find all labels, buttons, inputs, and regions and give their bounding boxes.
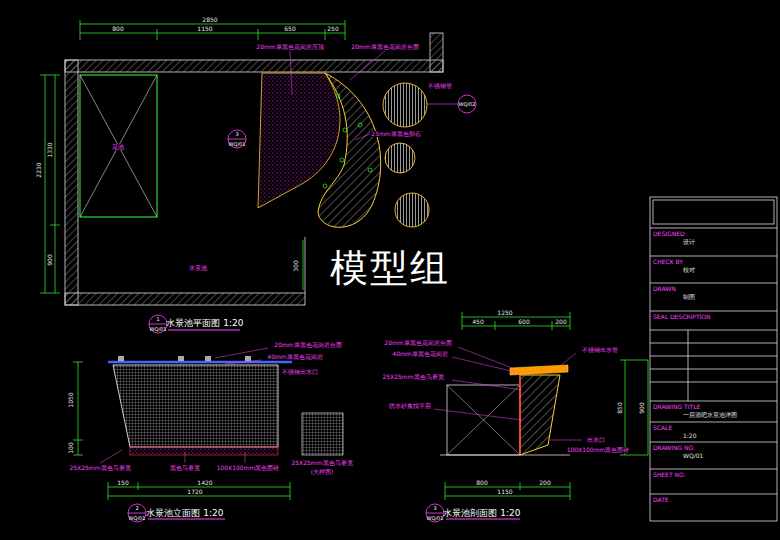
annotation-note: 水景池	[188, 265, 208, 271]
dimension-text: 1150	[196, 26, 213, 32]
annotation-note: 出水口	[586, 437, 606, 443]
title-block-cell: SEAL DESCRIPTION	[650, 312, 777, 330]
annotation-note: 40mm厚黑色花岗岩	[266, 354, 323, 360]
annotation-note: 20mm厚黑色花岗岩台面	[273, 342, 342, 348]
dimension-text: 900	[639, 401, 645, 414]
cell-heading: SHEET NO.	[653, 472, 774, 478]
annotation-note: 不锈钢出水口	[281, 369, 319, 375]
drawing-title: 水景池平面图 1:20	[165, 319, 244, 328]
dimension-text: 2850	[201, 17, 218, 23]
title-block-cell: DRAWING NO. WQ/01	[650, 443, 777, 469]
dimension-text: 250	[326, 26, 339, 32]
dimension-text: 1150	[496, 489, 513, 495]
dimension-text: 1250	[496, 310, 513, 316]
annotation-note: 100X100mm黑色面砖	[566, 447, 631, 453]
annotation-note: 黑色马赛克	[169, 465, 201, 471]
cell-heading: CHECK BY	[653, 259, 774, 265]
annotation-note: 40mm厚黑色花岗岩	[391, 351, 448, 357]
annotation-note: 20mm厚黑色花岗岩台面	[350, 44, 419, 50]
dimension-text: 2230	[36, 161, 42, 178]
callout-number: WQ/02	[459, 102, 476, 107]
drawing-title: 水景池剖面图 1:20	[442, 509, 521, 518]
dimension-text: 800	[475, 480, 488, 486]
dimension-text: 300	[293, 259, 299, 272]
dimension-text: 1420	[196, 480, 213, 486]
dimension-text: 1330	[47, 141, 53, 158]
title-block-cell: DESIGNED 设计	[650, 229, 777, 256]
title-block-cell: DRAWING TITLE 一层酒吧水景池详图	[650, 402, 777, 422]
annotation-note: 防水砂浆找平层	[388, 403, 432, 409]
callout-number: 2	[135, 506, 138, 511]
annotation-note: (大样图)	[310, 469, 335, 475]
annotation-note: 20mm厚黑色花岗岩台面	[383, 340, 452, 346]
callout-number: WQ/01	[129, 516, 146, 521]
dimension-text: 100	[68, 441, 74, 454]
annotation-note: 25X25mm黑色马赛克	[68, 465, 131, 471]
dimension-text: 900	[47, 253, 53, 266]
title-block-cell: DRAWN 制图	[650, 284, 777, 311]
title-block-cell: CHECK BY 校对	[650, 257, 777, 283]
dimension-text: 800	[111, 26, 124, 32]
cell-value: 制图	[653, 294, 774, 300]
annotation-note: 25X25mm黑色马赛克	[290, 460, 353, 466]
annotation-note: 花池	[111, 144, 125, 150]
callout-number: 1	[156, 317, 159, 322]
cell-heading: DESIGNED	[653, 231, 774, 237]
dimension-text: 650	[283, 26, 296, 32]
annotation-note: 不锈钢管	[427, 83, 453, 89]
dimension-text: 600	[517, 319, 530, 325]
dimension-text: 200	[538, 480, 551, 486]
callout-number: WQ/01	[427, 516, 444, 521]
callout-number: 3	[433, 506, 436, 511]
cell-heading: DRAWN	[653, 286, 774, 292]
cell-value: 设计	[653, 239, 774, 245]
annotation-note: 100X100mm黑色面砖	[216, 465, 281, 471]
drawing-title: 水景池立面图 1:20	[145, 509, 224, 518]
annotation-note: 25mm厚黑色卵石	[370, 131, 421, 137]
annotation-note: 不锈钢出水管	[581, 347, 619, 353]
title-block-cell: SCALE 1:20	[650, 423, 777, 442]
title-block-cell: DATE	[650, 495, 777, 521]
callout-number: 3	[235, 132, 238, 137]
dimension-text: 1050	[68, 391, 74, 408]
cell-heading: DRAWING TITLE	[653, 404, 774, 410]
cell-heading: DRAWING NO.	[653, 445, 774, 451]
callout-number: WQ/01	[229, 142, 246, 147]
cell-value: WQ/01	[653, 453, 774, 459]
watermark: 模型组	[329, 249, 451, 287]
cell-heading: DATE	[653, 497, 774, 503]
callout-number: WQ/01	[150, 327, 167, 332]
dimension-text: 1720	[186, 489, 203, 495]
annotation-note: 20mm厚黑色花岗岩压顶	[255, 44, 324, 50]
cell-value: 一层酒吧水景池详图	[653, 412, 774, 418]
cell-heading: SEAL DESCRIPTION	[653, 314, 774, 320]
dimension-text: 450	[471, 319, 484, 325]
title-block-cell: SHEET NO.	[650, 470, 777, 494]
dimension-text: 200	[554, 319, 567, 325]
cell-value: 1:20	[653, 433, 774, 439]
cell-value: 校对	[653, 267, 774, 273]
dimension-text: 150	[116, 480, 129, 486]
cell-heading: SCALE	[653, 425, 774, 431]
dimension-text: 850	[617, 401, 623, 414]
annotation-note: 25X25mm黑色马赛克	[381, 374, 444, 380]
